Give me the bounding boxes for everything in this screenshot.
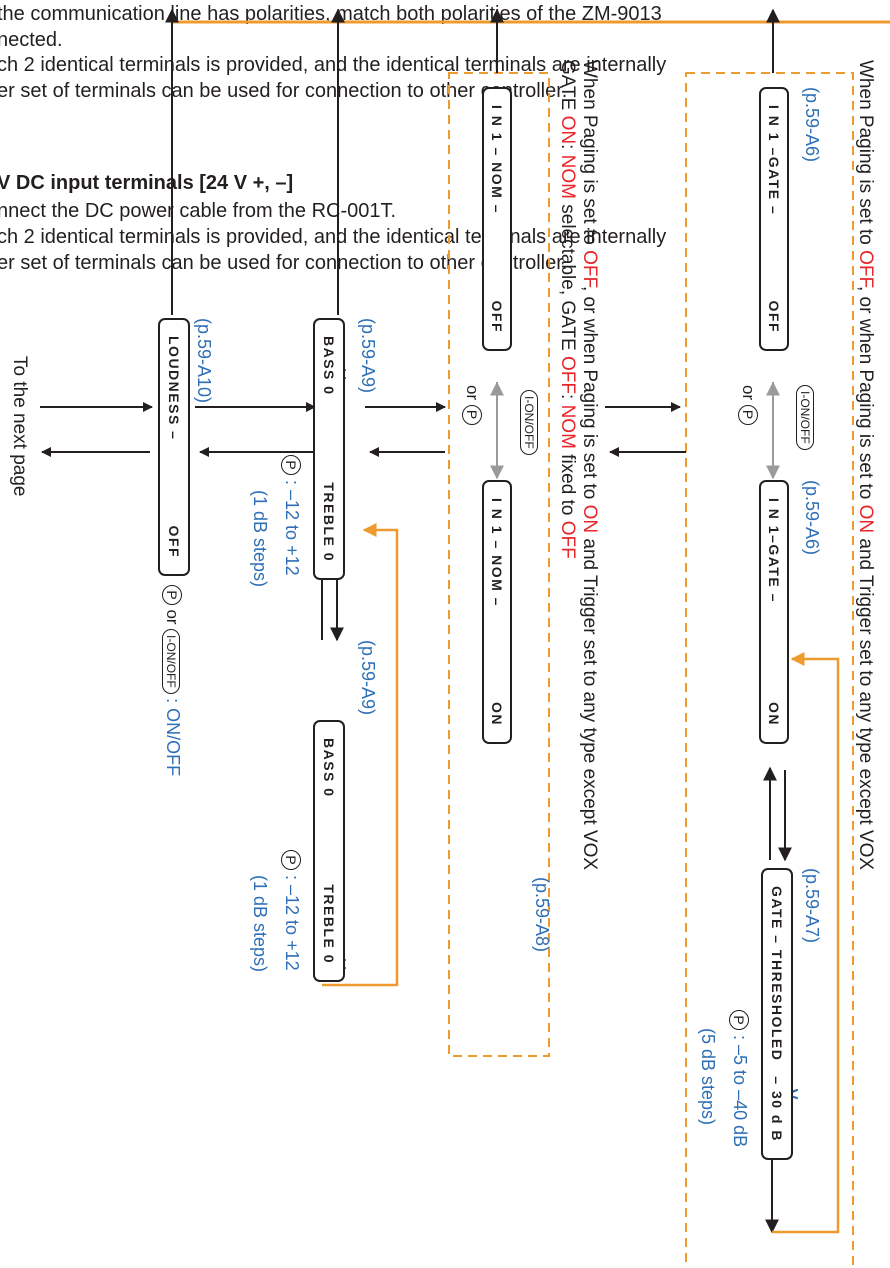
loudness-label: LOUDNESS – xyxy=(166,336,182,441)
manual-text-line: er set of terminals can be used for conn… xyxy=(0,80,568,102)
ionoff-key-icon: I-ON/OFF xyxy=(796,385,814,450)
bass-treble-range-2: P : –12 to +12 xyxy=(281,850,302,971)
ionoff-key-icon: I-ON/OFF xyxy=(520,390,538,455)
bass-treble-range-1: P : –12 to +12 xyxy=(281,455,302,576)
gate-display-on: I N 1–GATE – ON xyxy=(759,480,789,744)
range-text: : –5 to –40 dB xyxy=(730,1035,750,1148)
loudness-range: : ON/OFF xyxy=(163,698,183,777)
p-key-icon: P xyxy=(281,455,301,475)
ionoff-key-icon: I-ON/OFF xyxy=(162,629,180,694)
bass-treble-display-1: BASS 0 TREBLE 0 xyxy=(313,318,345,580)
p-key-icon: P xyxy=(462,404,482,425)
next-page-label: To the next page xyxy=(9,356,30,497)
p-key-icon: P xyxy=(729,1010,749,1030)
or-text: or xyxy=(463,385,482,401)
gate-threshold-ref: (p.59-A7) xyxy=(802,868,822,944)
gate-threshold-display: GATE – THRESHOLED – 30 d B xyxy=(761,868,793,1160)
gate-toggle-ionoff: I-ON/OFF xyxy=(796,385,814,450)
gate-group-frame xyxy=(685,72,854,1268)
bass-treble-steps-1: (1 dB steps) xyxy=(250,490,270,588)
loudness-value: OFF xyxy=(166,525,182,559)
threshold-label: GATE – THRESHOLED xyxy=(769,886,785,1062)
range-text: : –12 to +12 xyxy=(282,875,302,971)
bass-treble-ref-2: (p.59-A9) xyxy=(358,640,378,716)
or-text: or xyxy=(739,385,758,401)
loudness-display: LOUDNESS – OFF xyxy=(158,318,190,576)
gate-threshold-range: P : –5 to –40 dB xyxy=(729,1010,750,1147)
bass-treble-steps-2: (1 dB steps) xyxy=(250,875,270,973)
nom-toggle-or: or P xyxy=(462,385,482,425)
gate-ref-2: (p.59-A6) xyxy=(802,480,822,556)
bass-treble-display-2: BASS 0 TREBLE 0 xyxy=(313,720,345,982)
bass-label: BASS 0 xyxy=(321,738,337,798)
gate-label: I N 1–GATE – xyxy=(766,498,782,603)
nom-label: I N 1 – NOM – xyxy=(489,498,505,607)
p-key-icon: P xyxy=(162,585,182,605)
nom-value: OFF xyxy=(489,300,505,334)
gate-value: ON xyxy=(766,702,782,726)
range-text: : –12 to +12 xyxy=(282,480,302,576)
nom-value: ON xyxy=(489,702,505,726)
nom-note-line2: GATE ON: NOM selectable, GATE OFF: NOM f… xyxy=(557,60,578,559)
nom-group-frame xyxy=(448,72,550,1057)
nom-ref: (p.59-A8) xyxy=(532,877,552,953)
gate-display-off: I N 1 –GATE – OFF xyxy=(759,87,789,351)
treble-label: TREBLE 0 xyxy=(321,884,337,964)
nom-label: I N 1 – NOM – xyxy=(489,105,505,214)
gate-label: I N 1 –GATE – xyxy=(766,105,782,216)
gate-value: OFF xyxy=(766,300,782,334)
gate-toggle-or: or P xyxy=(738,385,758,425)
bass-label: BASS 0 xyxy=(321,336,337,396)
gate-ref-1: (p.59-A6) xyxy=(802,87,822,163)
treble-label: TREBLE 0 xyxy=(321,482,337,562)
loudness-key-row: P or I-ON/OFF : ON/OFF xyxy=(162,585,183,776)
threshold-value: – 30 d B xyxy=(769,1076,785,1142)
nom-note-line1: When Paging is set to OFF, or when Pagin… xyxy=(579,60,600,871)
section-heading: V DC input terminals [24 V +, –] xyxy=(0,172,294,194)
manual-text-line: nnect the DC power cable from the RC-001… xyxy=(0,200,397,222)
p-key-icon: P xyxy=(738,404,758,425)
manual-text-line: ch 2 identical terminals is provided, an… xyxy=(0,54,667,76)
or-text: or xyxy=(163,609,182,625)
nom-display-on: I N 1 – NOM – ON xyxy=(482,480,512,744)
manual-text-line: er set of terminals can be used for conn… xyxy=(0,252,568,274)
nom-display-off: I N 1 – NOM – OFF xyxy=(482,87,512,351)
p-key-icon: P xyxy=(281,850,301,870)
gate-note: When Paging is set to OFF, or when Pagin… xyxy=(855,60,876,871)
manual-text-line: nected. xyxy=(0,29,63,51)
bass-treble-ref-1: (p.59-A9) xyxy=(358,318,378,394)
gate-threshold-steps: (5 dB steps) xyxy=(698,1028,718,1126)
loudness-ref: (p.59-A10) xyxy=(194,318,214,404)
nom-toggle-ionoff: I-ON/OFF xyxy=(520,390,538,455)
